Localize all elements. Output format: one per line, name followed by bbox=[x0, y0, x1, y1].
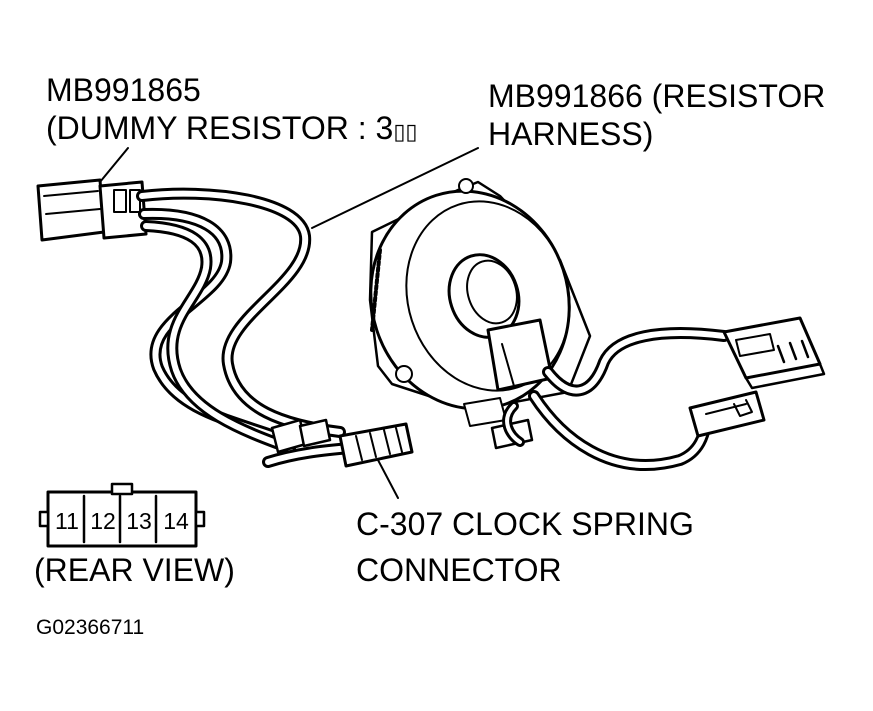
ohm-unit-glyphs: ▯▯ bbox=[393, 119, 418, 144]
horn-connector bbox=[688, 390, 766, 438]
resistor-harness-label-1: MB991866 (RESISTOR bbox=[488, 78, 826, 114]
rear-view-connector bbox=[38, 482, 206, 548]
clock-spring-assembly bbox=[368, 178, 592, 450]
c307-connector bbox=[338, 422, 414, 468]
figure-id-label: G02366711 bbox=[36, 616, 145, 639]
clock-spring-wires bbox=[502, 327, 730, 471]
dummy-resistor-connector bbox=[36, 178, 148, 242]
leader-dummy-resistor bbox=[99, 147, 129, 183]
dummy-resistor-desc-text: (DUMMY RESISTOR : 3 bbox=[46, 110, 394, 146]
rear-view-label: (REAR VIEW) bbox=[34, 552, 235, 588]
dummy-resistor-part-label: MB991865 bbox=[46, 72, 201, 108]
leader-clock-spring-connector bbox=[377, 459, 399, 499]
pin-label-14: 14 bbox=[163, 508, 189, 534]
leader-resistor-harness bbox=[311, 147, 479, 229]
pin-label-12: 12 bbox=[90, 508, 116, 534]
connector-label-2: CONNECTOR bbox=[356, 552, 562, 588]
resistor-harness-label-2: HARNESS) bbox=[488, 116, 654, 152]
dummy-resistor-desc-label: (DUMMY RESISTOR : 3▯▯ bbox=[46, 110, 418, 150]
pin-label-11: 11 bbox=[55, 508, 79, 534]
airbag-connector bbox=[722, 316, 826, 390]
connector-label-1: C-307 CLOCK SPRING bbox=[356, 506, 694, 542]
pin-label-13: 13 bbox=[126, 508, 152, 534]
resistor-harness-wires bbox=[136, 187, 356, 468]
